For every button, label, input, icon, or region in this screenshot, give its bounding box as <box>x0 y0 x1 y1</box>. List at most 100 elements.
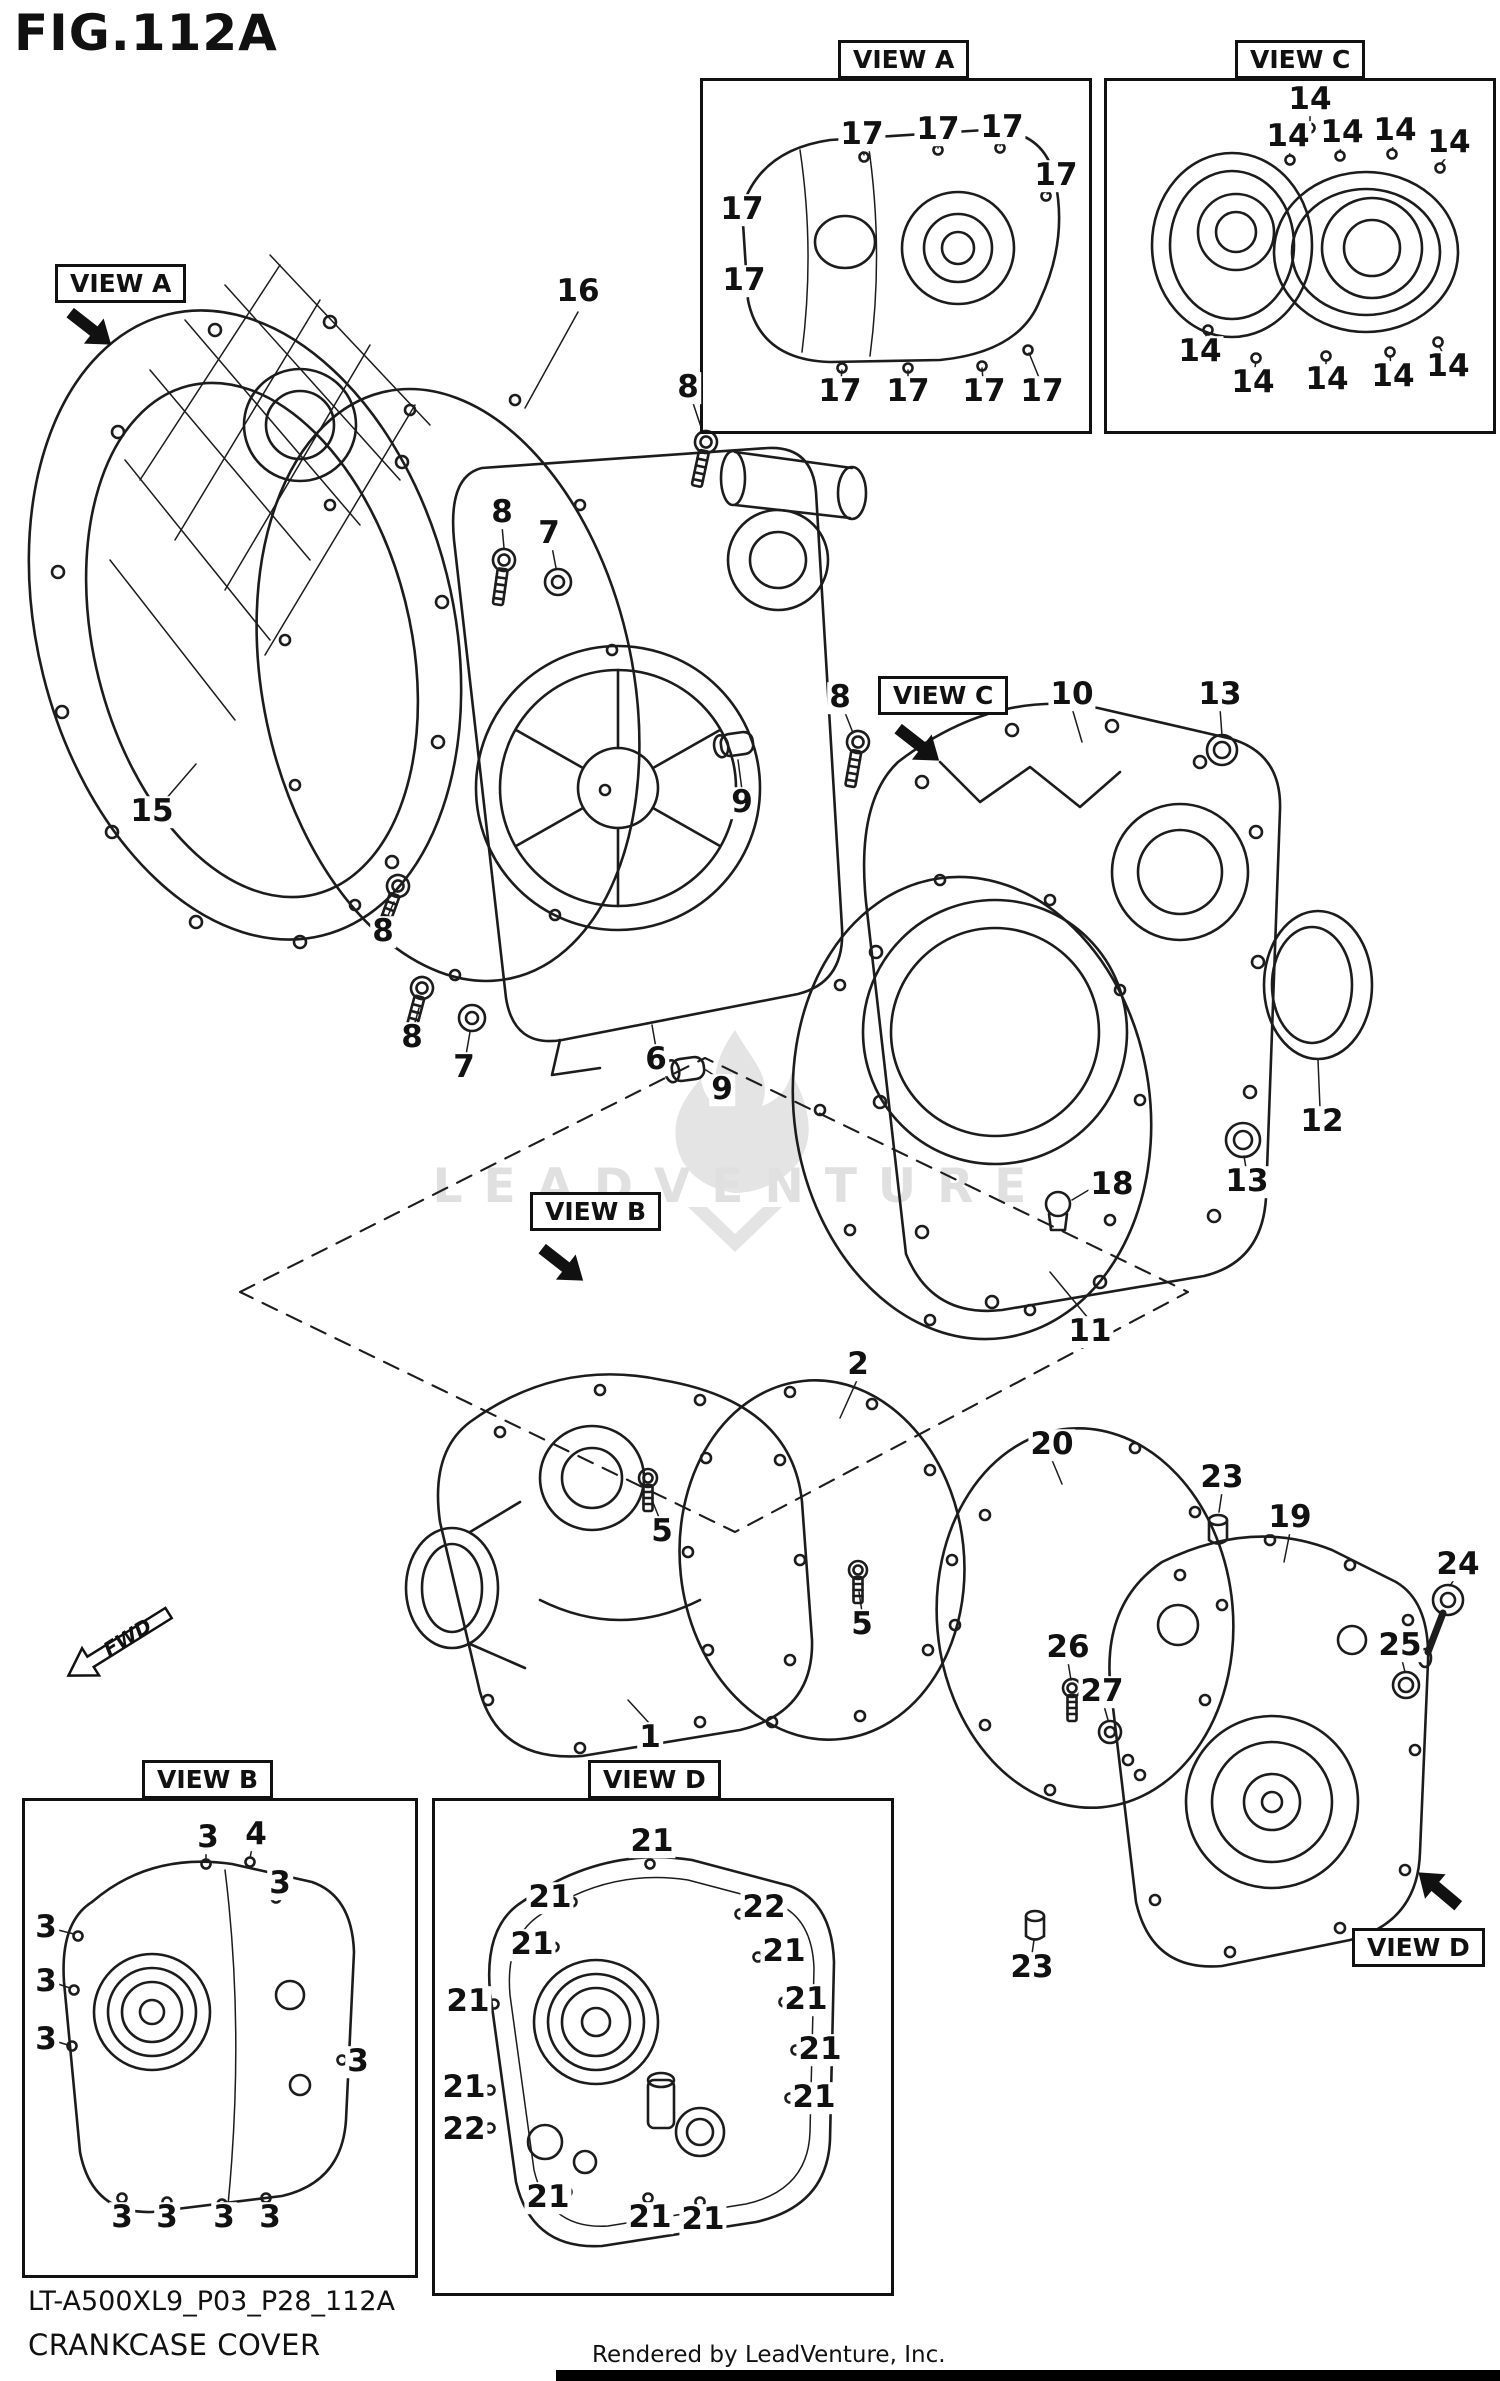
part-callout-21: 21 <box>790 2079 838 2116</box>
part-callout-15: 15 <box>128 793 176 830</box>
bottom-bar <box>556 2370 1500 2381</box>
part-8-bolts <box>370 427 873 1036</box>
part-callout-8: 8 <box>489 494 515 531</box>
part-callout-3: 3 <box>33 2021 59 2058</box>
part-callout-26: 26 <box>1044 1629 1092 1666</box>
part-callout-19: 19 <box>1266 1499 1314 1536</box>
part-callout-8: 8 <box>399 1019 425 1056</box>
part-callout-17: 17 <box>978 109 1026 146</box>
part-callout-14: 14 <box>1229 364 1277 401</box>
part-15-cover <box>27 254 463 950</box>
part-13-seals <box>1205 733 1262 1159</box>
part-callout-17: 17 <box>838 116 886 153</box>
part-callout-13: 13 <box>1223 1163 1271 1200</box>
view-c-inset-title: VIEW C <box>1235 40 1366 80</box>
part-callout-3: 3 <box>267 1865 293 1902</box>
fwd-arrow: FWD <box>66 1606 174 1677</box>
part-callout-21: 21 <box>628 1823 676 1860</box>
part-callout-8: 8 <box>370 913 396 950</box>
part-callout-3: 3 <box>345 2043 371 2080</box>
view-b-label: VIEW B <box>530 1192 662 1232</box>
part-callout-21: 21 <box>524 2179 572 2216</box>
part-callout-18: 18 <box>1088 1166 1136 1203</box>
part-callout-4: 4 <box>243 1816 269 1853</box>
part-callout-5: 5 <box>649 1513 675 1550</box>
part-callout-21: 21 <box>796 2031 844 2068</box>
part-callout-20: 20 <box>1028 1426 1076 1463</box>
part-callout-5: 5 <box>849 1606 875 1643</box>
part-callout-3: 3 <box>195 1819 221 1856</box>
part-callout-23: 23 <box>1008 1949 1056 1986</box>
part-callout-7: 7 <box>451 1049 477 1086</box>
part-callout-8: 8 <box>827 679 853 716</box>
part-11-gasket <box>791 873 1153 1341</box>
part-callout-17: 17 <box>1032 157 1080 194</box>
part-callout-17: 17 <box>718 191 766 228</box>
part-callout-16: 16 <box>554 273 602 310</box>
part-12-plate <box>1262 909 1374 1061</box>
view-a-inset <box>700 78 1092 434</box>
fwd-arrow-label: FWD <box>99 1613 156 1661</box>
watermark-text: LEADVENTURE <box>433 1159 1048 1214</box>
part-callout-10: 10 <box>1048 676 1096 713</box>
view-c-inset <box>1104 78 1496 434</box>
part-callout-3: 3 <box>257 2199 283 2236</box>
part-callout-3: 3 <box>33 1963 59 2000</box>
part-callout-22: 22 <box>440 2111 488 2148</box>
view-a-arrow-icon <box>66 307 112 345</box>
part-23-plugs <box>1024 1513 1229 1941</box>
part-2-gasket <box>678 1379 966 1741</box>
part-callout-3: 3 <box>154 2199 180 2236</box>
part-callout-14: 14 <box>1425 124 1473 161</box>
inset-view-a-art <box>740 128 1061 381</box>
part-1-cover <box>404 1373 814 1758</box>
part-callout-25: 25 <box>1376 1627 1424 1664</box>
part-callout-17: 17 <box>1018 373 1066 410</box>
part-callout-7: 7 <box>536 515 562 552</box>
view-d-arrow-icon <box>1418 1872 1463 1911</box>
view-d-label: VIEW D <box>1352 1928 1485 1968</box>
part-callout-14: 14 <box>1303 361 1351 398</box>
part-callout-21: 21 <box>508 1926 556 1963</box>
part-callout-13: 13 <box>1196 676 1244 713</box>
construction-lines <box>238 1056 1190 1534</box>
part-callout-21: 21 <box>760 1933 808 1970</box>
part-callout-27: 27 <box>1078 1673 1126 1710</box>
view-c-arrow-icon <box>894 723 940 761</box>
part-callout-14: 14 <box>1176 333 1224 370</box>
part-24-dipstick <box>1417 1583 1465 1669</box>
part-callout-21: 21 <box>526 1879 574 1916</box>
part-callout-14: 14 <box>1371 112 1419 149</box>
part-callout-21: 21 <box>440 2069 488 2106</box>
part-callout-21: 21 <box>444 1983 492 2020</box>
part-25-oring <box>1391 1670 1421 1700</box>
part-callout-8: 8 <box>675 369 701 406</box>
view-b-arrow-icon <box>538 1243 584 1281</box>
part-callout-17: 17 <box>960 373 1008 410</box>
part-callout-21: 21 <box>782 1981 830 2018</box>
part-18-plug <box>1044 1190 1072 1232</box>
view-b-inset <box>22 1798 418 2278</box>
part-callout-11: 11 <box>1066 1313 1114 1350</box>
part-19-cover <box>1108 1533 1430 1968</box>
view-d-inset-title: VIEW D <box>588 1760 721 1800</box>
part-27-washer <box>1097 1719 1123 1745</box>
view-a-inset-title: VIEW A <box>838 40 970 80</box>
part-callout-1: 1 <box>637 1719 663 1756</box>
part-callout-14: 14 <box>1318 114 1366 151</box>
leader-lines <box>164 311 1456 1955</box>
part-6-housing <box>451 446 868 1077</box>
part-callout-3: 3 <box>109 2199 135 2236</box>
part-callout-22: 22 <box>740 1889 788 1926</box>
part-callout-17: 17 <box>816 373 864 410</box>
part-callout-21: 21 <box>679 2201 727 2238</box>
view-b-inset-title: VIEW B <box>142 1760 274 1800</box>
part-callout-3: 3 <box>211 2199 237 2236</box>
part-callout-14: 14 <box>1264 118 1312 155</box>
footer-figure-name: CRANKCASE COVER <box>28 2328 321 2362</box>
part-callout-17: 17 <box>884 373 932 410</box>
part-callout-6: 6 <box>643 1041 669 1078</box>
part-callout-17: 17 <box>720 262 768 299</box>
